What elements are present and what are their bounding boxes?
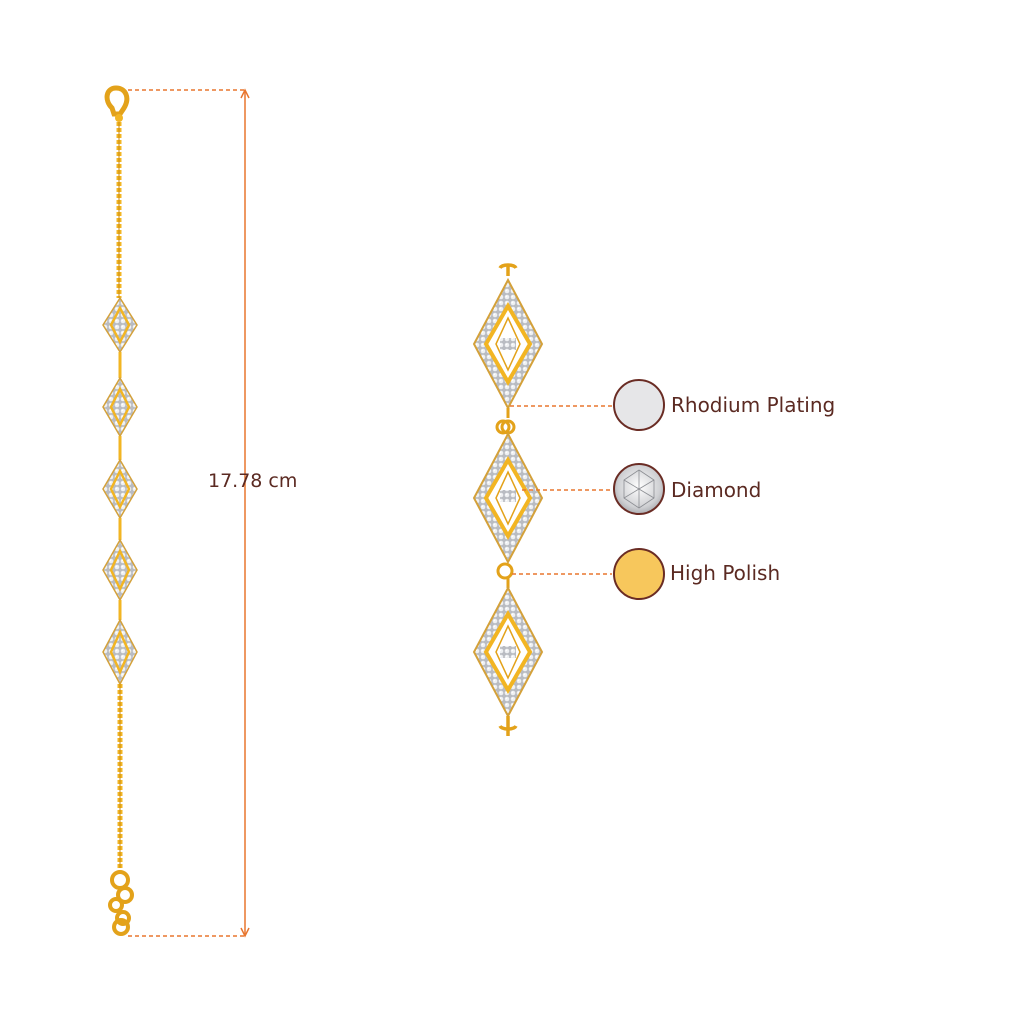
zoom-motif-3 <box>472 585 544 719</box>
high-polish-label: High Polish <box>670 561 781 585</box>
extension-rings-icon <box>108 870 134 936</box>
diamond-swatch-icon <box>613 463 665 515</box>
gold-swatch-icon <box>613 548 665 600</box>
zoom-motif-1 <box>472 277 544 411</box>
motif-4 <box>102 538 138 602</box>
lobster-clasp-icon <box>104 85 130 122</box>
zoom-motif-2 <box>472 431 544 565</box>
rhodium-plating-label: Rhodium Plating <box>671 393 836 417</box>
diamond-label: Diamond <box>671 478 762 502</box>
callout-lines <box>510 405 612 575</box>
motif-3 <box>102 458 138 520</box>
zoomed-motif-section <box>472 263 544 736</box>
length-dimension-line <box>128 88 250 938</box>
bracelet-length-label: 17.78 cm <box>208 470 298 492</box>
rhodium-swatch-icon <box>613 379 665 431</box>
motif-5 <box>102 618 138 686</box>
motif-2 <box>102 376 138 438</box>
motif-1 <box>102 296 138 354</box>
full-bracelet <box>102 85 138 936</box>
